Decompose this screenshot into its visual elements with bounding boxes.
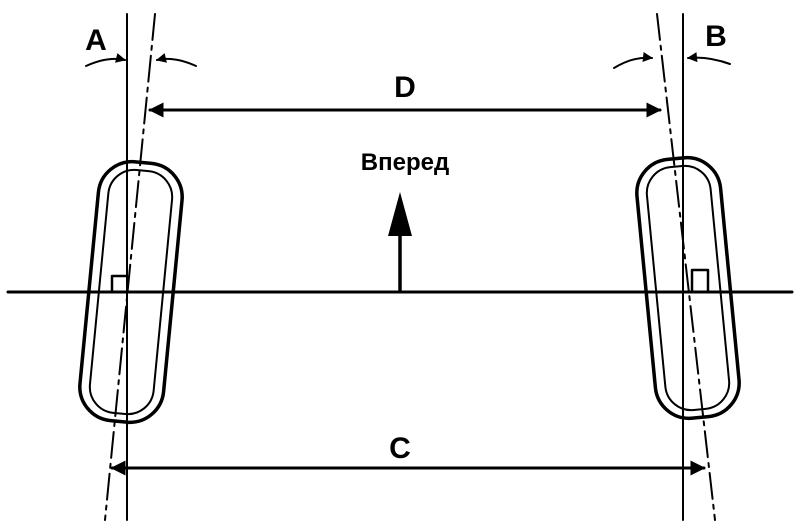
label-a: A	[85, 24, 107, 57]
left-wheel-centerline	[104, 13, 156, 521]
right-tire	[635, 155, 741, 421]
left-tire	[78, 159, 184, 425]
angle-a-arc-left	[85, 53, 126, 67]
right-right-angle-marker	[690, 268, 710, 294]
angle-b-arc-left	[613, 52, 653, 69]
label-b: B	[705, 20, 727, 53]
angle-b-arc-right	[687, 52, 731, 65]
right-wheel-centerline	[656, 13, 716, 521]
left-wheel	[78, 13, 197, 521]
right-wheel	[613, 13, 741, 521]
angle-a-arc-right	[156, 53, 197, 67]
label-forward: Вперед	[361, 149, 449, 176]
forward-arrow	[388, 192, 412, 292]
left-right-angle-marker	[110, 274, 129, 294]
label-c: C	[389, 432, 411, 465]
label-d: D	[394, 71, 416, 104]
